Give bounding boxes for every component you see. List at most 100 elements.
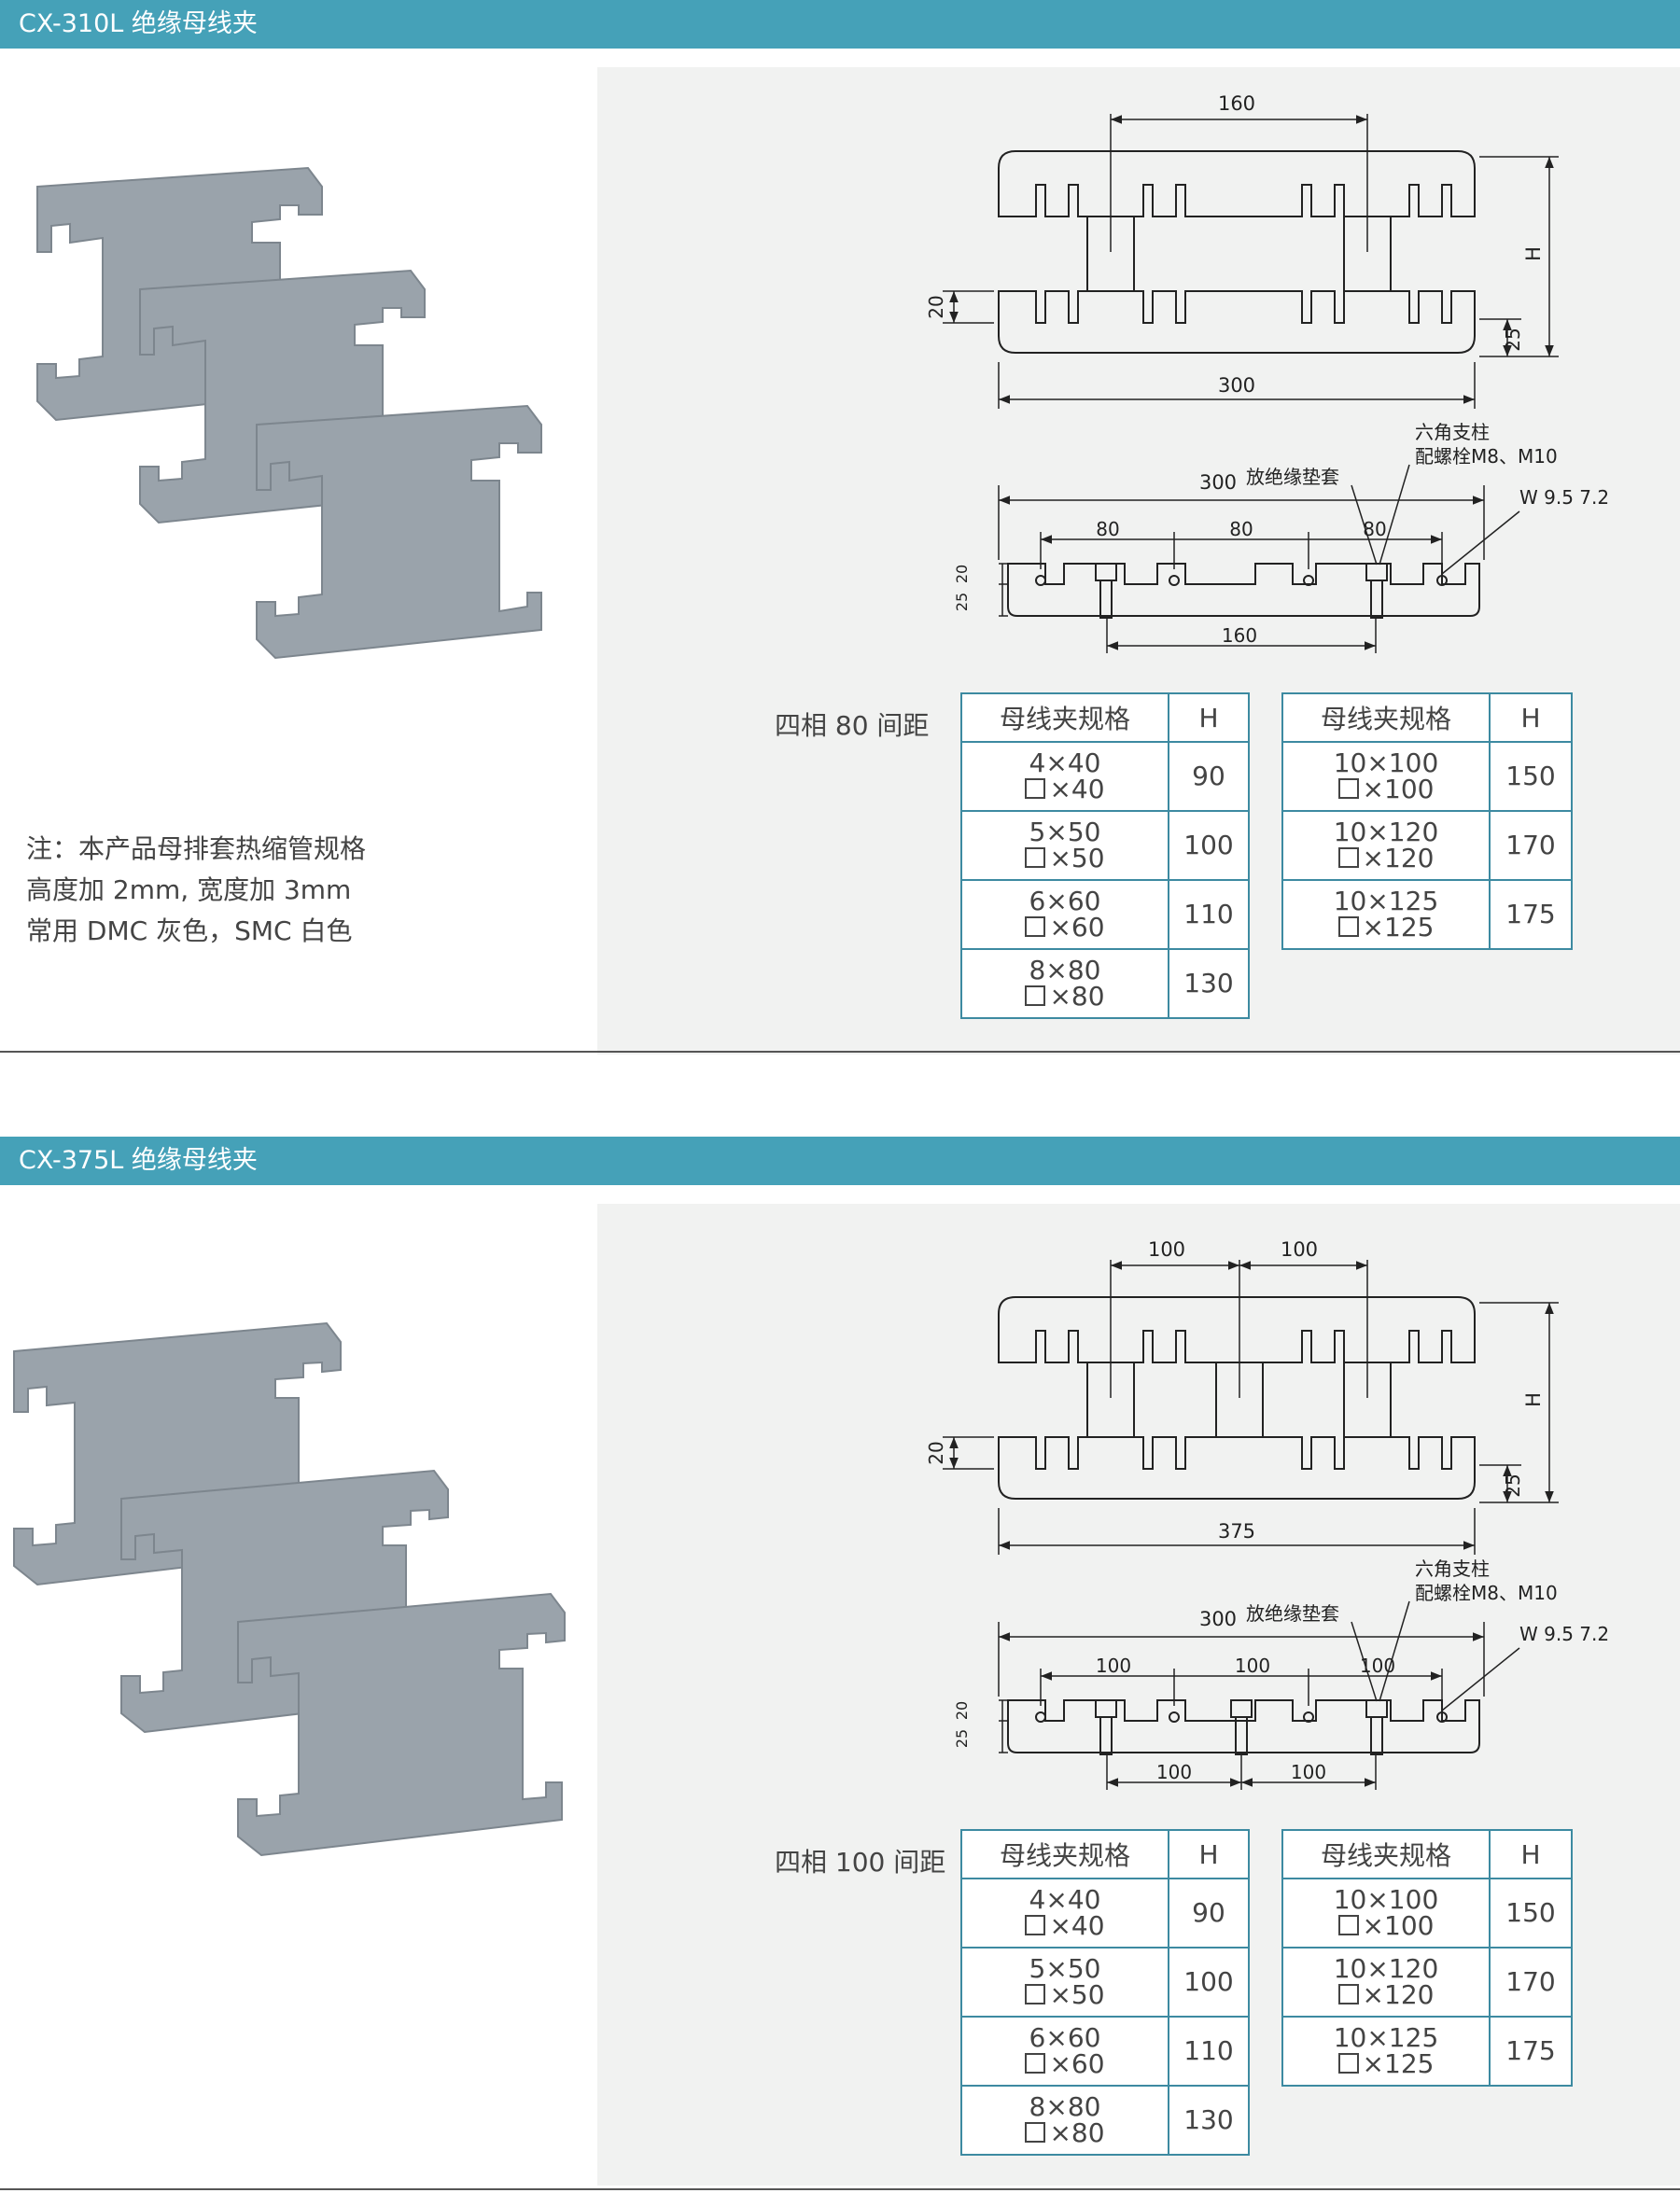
h-value: 150 [1489, 1878, 1573, 1949]
annotation: 配螺栓M8、M10 [1415, 1582, 1558, 1604]
spec-cell: 4×40×40 [960, 741, 1169, 812]
product-photo [13, 1321, 566, 1857]
spec-value: 4×40 [1029, 1884, 1101, 1915]
spec-value: ×125 [1362, 912, 1435, 943]
dim-label: 25 [953, 593, 971, 611]
spec-table-left: 母线夹规格 H 4×40×40 90 5×50×50 100 6×60×60 1… [960, 1829, 1250, 2156]
side-view [998, 464, 1520, 653]
column-header: 母线夹规格 [960, 692, 1169, 743]
dim-label: H [1522, 1392, 1545, 1407]
square-icon [1025, 1915, 1046, 1935]
section-cx310l: CX-310L 绝缘母线夹 注：本产品母排套热缩管规格 高度加 2mm, 宽度加… [0, 0, 1680, 1055]
dim-label: 80 [1096, 518, 1119, 540]
dim-label: 100 [1235, 1655, 1270, 1677]
spec-cell: 10×125×125 [1281, 879, 1491, 950]
table-label: 四相 100 间距 [775, 1847, 946, 1878]
dim-label: 100 [1281, 1238, 1318, 1261]
section-title: CX-375L 绝缘母线夹 [19, 1146, 258, 1175]
technical-drawing: 160 H 25 20 300 [925, 92, 1609, 653]
table-row: 10×125×125 175 [1281, 2016, 1573, 2087]
dim-label: 25 [953, 1729, 971, 1748]
square-icon [1025, 778, 1046, 799]
dim-label: 375 [1218, 1520, 1255, 1543]
spec-value: ×100 [1362, 1910, 1435, 1941]
spec-value: ×40 [1049, 1910, 1105, 1941]
square-icon [1337, 1984, 1359, 2004]
clip-part [237, 1592, 566, 1857]
note-line: 注：本产品母排套热缩管规格 [26, 833, 367, 864]
table-row: 4×40×40 90 [960, 741, 1250, 812]
annotation: W 9.5 7.2 [1519, 1623, 1609, 1645]
clip-part [256, 404, 542, 660]
spec-value: 6×60 [1029, 2022, 1101, 2053]
spec-value: 5×50 [1029, 817, 1101, 847]
table-header-row: 母线夹规格 H [1281, 1829, 1573, 1879]
table-row: 10×120×120 170 [1281, 1947, 1573, 2018]
table-row: 8×80×80 130 [960, 2085, 1250, 2156]
dim-label: 300 [1199, 471, 1237, 494]
annotation: 六角支柱 [1415, 1557, 1490, 1580]
h-value: 150 [1489, 741, 1573, 812]
square-icon [1337, 916, 1359, 937]
spec-value: ×50 [1049, 1979, 1105, 2010]
spec-value: 8×80 [1029, 955, 1101, 985]
square-icon [1025, 985, 1046, 1006]
dim-label: 80 [1363, 518, 1386, 540]
spec-table-right: 母线夹规格 H 10×100×100 150 10×120×120 170 10… [1281, 1829, 1573, 2087]
table-row: 10×100×100 150 [1281, 741, 1573, 812]
spec-cell: 6×60×60 [960, 879, 1169, 950]
column-header: H [1168, 692, 1250, 743]
dim-label: 25 [1502, 1474, 1524, 1497]
product-note: 注：本产品母排套热缩管规格 高度加 2mm, 宽度加 3mm 常用 DMC 灰色… [26, 829, 366, 952]
table-header-row: 母线夹规格 H [1281, 692, 1573, 743]
section-header: CX-375L 绝缘母线夹 [0, 1137, 1680, 1185]
note-line: 常用 DMC 灰色，SMC 白色 [26, 915, 353, 946]
spec-value: ×50 [1049, 843, 1105, 873]
spec-value: ×100 [1362, 774, 1435, 804]
h-value: 175 [1489, 879, 1573, 950]
spec-value: ×120 [1362, 843, 1435, 873]
dim-label: 100 [1291, 1761, 1326, 1783]
front-view [943, 114, 1559, 409]
dim-label: 100 [1156, 1761, 1192, 1783]
spec-cell: 6×60×60 [960, 2016, 1169, 2087]
spec-cell: 4×40×40 [960, 1878, 1169, 1949]
dim-label: 20 [925, 1441, 947, 1464]
spec-value: ×80 [1049, 981, 1105, 1012]
spec-value: 10×125 [1333, 886, 1439, 916]
h-value: 90 [1168, 741, 1250, 812]
spec-value: 4×40 [1029, 747, 1101, 778]
table-header-row: 母线夹规格 H [960, 692, 1250, 743]
dim-label: 20 [953, 1701, 971, 1720]
column-header: H [1489, 1829, 1573, 1879]
column-header: 母线夹规格 [1281, 1829, 1491, 1879]
square-icon [1025, 916, 1046, 937]
dim-label: 100 [1096, 1655, 1131, 1677]
square-icon [1337, 1915, 1359, 1935]
table-row: 5×50×50 100 [960, 1947, 1250, 2018]
table-row: 10×125×125 175 [1281, 879, 1573, 950]
spec-cell: 5×50×50 [960, 810, 1169, 881]
h-value: 100 [1168, 1947, 1250, 2018]
spec-cell: 8×80×80 [960, 2085, 1169, 2156]
spec-value: ×40 [1049, 774, 1105, 804]
product-photo [36, 166, 542, 660]
square-icon [1025, 1984, 1046, 2004]
column-header: H [1168, 1829, 1250, 1879]
dim-label: 300 [1199, 1608, 1237, 1630]
spec-value: 10×100 [1333, 747, 1439, 778]
annotation: 六角支柱 [1415, 421, 1490, 443]
annotation: 放绝缘垫套 [1246, 1602, 1339, 1625]
annotation: 放绝缘垫套 [1246, 466, 1339, 488]
table-row: 10×100×100 150 [1281, 1878, 1573, 1949]
spec-cell: 10×100×100 [1281, 1878, 1491, 1949]
table-row: 10×120×120 170 [1281, 810, 1573, 881]
dim-label: 300 [1218, 374, 1255, 397]
side-view [998, 1600, 1520, 1790]
square-icon [1025, 2053, 1046, 2074]
h-value: 100 [1168, 810, 1250, 881]
section-cx375l: CX-375L 绝缘母线夹 [0, 1137, 1680, 2193]
h-value: 170 [1489, 1947, 1573, 2018]
annotation: W 9.5 7.2 [1519, 486, 1609, 509]
h-value: 170 [1489, 810, 1573, 881]
